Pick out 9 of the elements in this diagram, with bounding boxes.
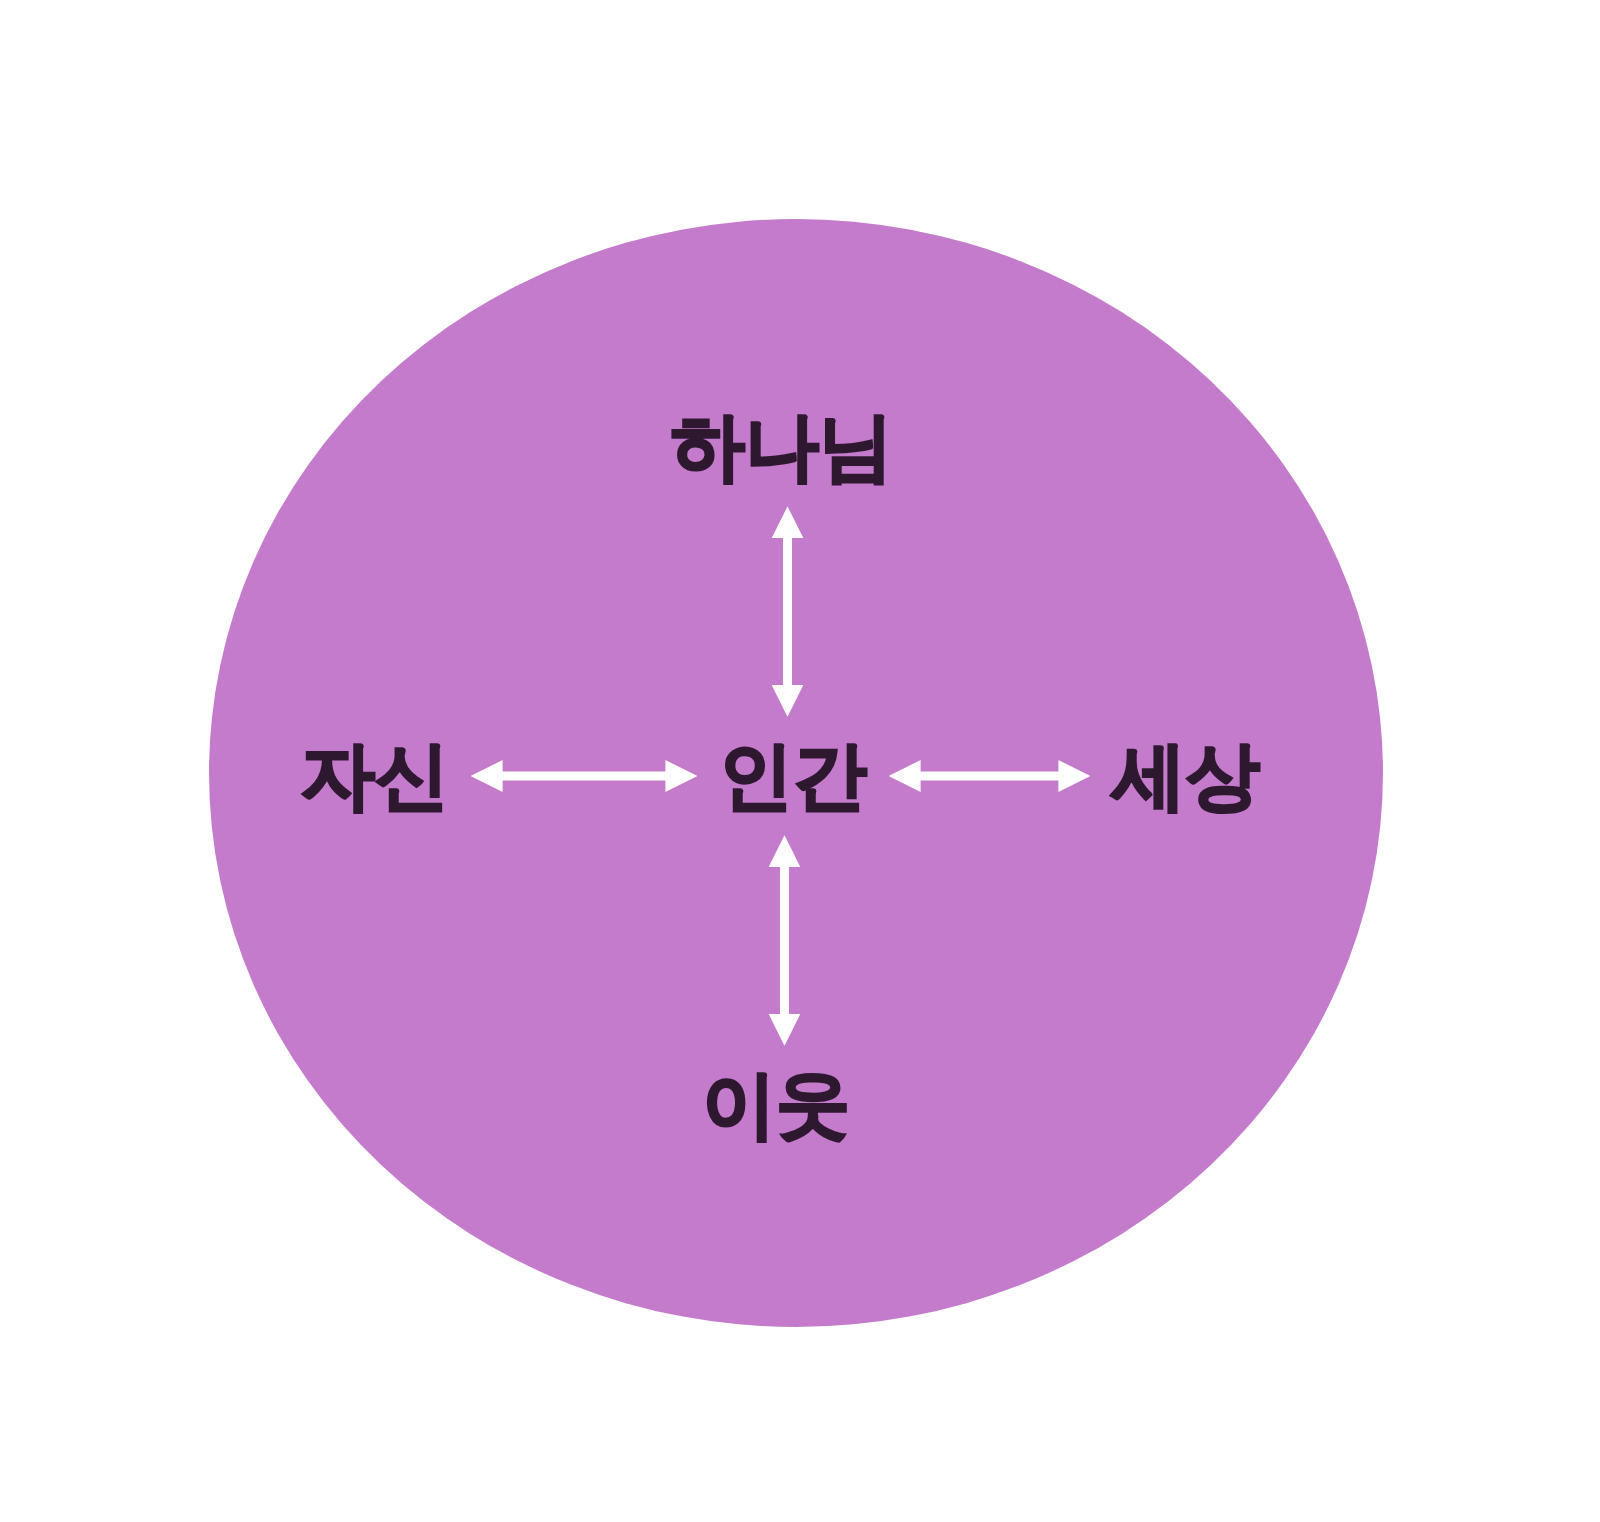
double-headed-arrow bbox=[888, 760, 1091, 792]
double-headed-arrow bbox=[771, 506, 804, 717]
concept-label: 이웃 bbox=[702, 1067, 850, 1143]
double-headed-arrow bbox=[768, 835, 801, 1046]
concept-label: 세상 bbox=[1112, 738, 1260, 814]
concept-label: 자신 bbox=[301, 738, 449, 814]
concept-label: 인간 bbox=[719, 738, 867, 814]
concept-label: 하나님 bbox=[671, 409, 893, 485]
double-headed-arrow bbox=[470, 760, 698, 792]
